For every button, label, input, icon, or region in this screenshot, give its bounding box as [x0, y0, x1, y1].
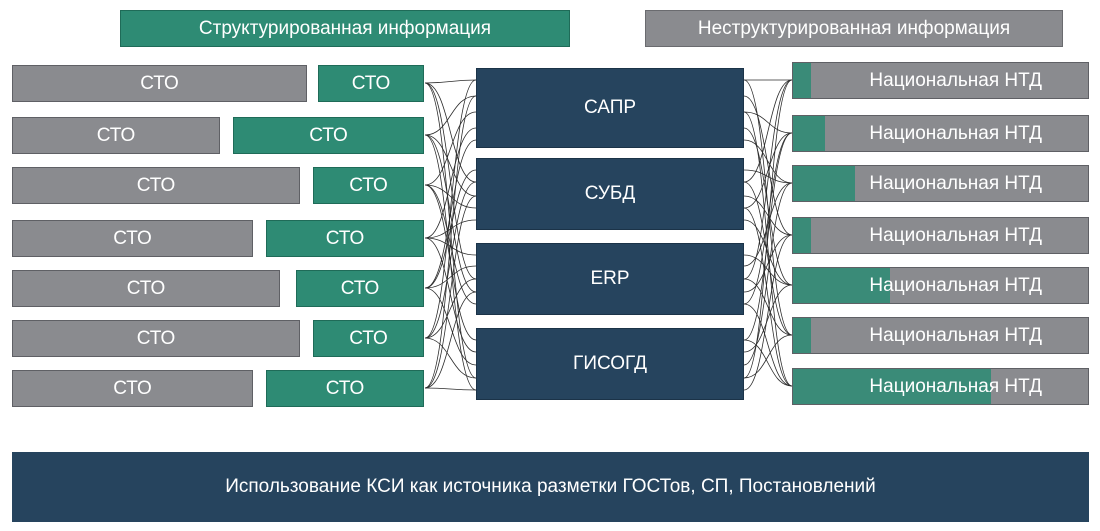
- connection-line: [743, 132, 793, 341]
- ntd-progress-fill: [793, 218, 811, 253]
- sto-gray-box: СТО: [12, 270, 280, 307]
- system-box-sapr: САПР: [476, 68, 744, 148]
- connection-line: [743, 234, 793, 391]
- connection-line: [424, 291, 477, 389]
- connection-line: [743, 334, 793, 379]
- connection-line: [743, 139, 793, 184]
- connection-line: [424, 111, 477, 186]
- connection-line: [743, 278, 793, 336]
- connection-line: [424, 287, 477, 366]
- connection-line: [424, 82, 477, 280]
- sto-green-box: СТО: [296, 270, 424, 307]
- connection-line: [424, 82, 477, 183]
- structured-info-header: Структурированная информация: [120, 10, 570, 47]
- connection-line: [743, 132, 793, 305]
- connection-line: [743, 182, 793, 267]
- sto-gray-box: СТО: [12, 167, 300, 204]
- connection-line: [424, 181, 477, 339]
- connection-line: [424, 195, 477, 389]
- unstructured-info-header: Неструктурированная информация: [645, 10, 1063, 47]
- connection-line: [743, 339, 793, 387]
- ksi-usage-banner: Использование КСИ как источника разметки…: [12, 452, 1089, 522]
- ntd-box: Национальная НТД: [792, 217, 1089, 254]
- ntd-box: Национальная НТД: [792, 115, 1089, 152]
- connection-line: [743, 95, 793, 236]
- connection-line: [424, 387, 477, 391]
- sto-gray-box: СТО: [12, 320, 300, 357]
- sto-gray-box: СТО: [12, 117, 220, 154]
- connection-line: [743, 169, 793, 184]
- sto-green-box: СТО: [313, 167, 424, 204]
- ntd-box: Национальная НТД: [792, 317, 1089, 354]
- connection-line: [743, 207, 793, 387]
- ntd-label: Национальная НТД: [869, 69, 1042, 91]
- connection-line: [743, 111, 793, 134]
- connection-line: [743, 182, 793, 366]
- connection-line: [424, 184, 477, 209]
- sto-green-box: СТО: [313, 320, 424, 357]
- ntd-progress-fill: [793, 63, 811, 98]
- connection-line: [743, 234, 793, 293]
- ntd-progress-fill: [793, 268, 891, 303]
- ntd-progress-fill: [793, 369, 991, 404]
- connection-line: [743, 79, 793, 280]
- sto-green-box: СТО: [266, 370, 424, 407]
- connection-line: [424, 337, 477, 379]
- connection-line: [424, 95, 477, 389]
- ntd-label: Национальная НТД: [869, 375, 1042, 397]
- ntd-label: Национальная НТД: [869, 324, 1042, 346]
- connection-line: [424, 169, 477, 289]
- connection-line: [743, 303, 793, 387]
- connection-line: [743, 79, 793, 183]
- ntd-label: Национальная НТД: [869, 224, 1042, 246]
- sto-gray-box: СТО: [12, 220, 253, 257]
- system-box-gisogd: ГИСОГД: [476, 328, 744, 400]
- connection-line: [743, 132, 793, 209]
- system-box-erp: ERP: [476, 243, 744, 315]
- connection-line: [424, 278, 477, 339]
- system-box-subd: СУБД: [476, 158, 744, 230]
- connection-line: [424, 79, 477, 84]
- connection-line: [424, 184, 477, 341]
- ntd-progress-fill: [793, 116, 826, 151]
- sto-gray-box: СТО: [12, 65, 307, 102]
- ntd-label: Национальная НТД: [869, 122, 1042, 144]
- connection-line: [743, 284, 793, 353]
- sto-green-box: СТО: [318, 65, 424, 102]
- connection-line: [743, 79, 793, 336]
- connection-line: [743, 254, 793, 286]
- sto-green-box: СТО: [233, 117, 424, 154]
- connection-line: [743, 195, 793, 236]
- ntd-progress-fill: [793, 318, 811, 353]
- ntd-box: Национальная НТД: [792, 368, 1089, 405]
- connection-line: [424, 79, 477, 339]
- ntd-box: Национальная НТД: [792, 165, 1089, 202]
- ntd-progress-fill: [793, 166, 855, 201]
- ntd-label: Национальная НТД: [869, 172, 1042, 194]
- connection-line: [743, 79, 793, 379]
- connection-line: [424, 127, 477, 239]
- connection-line: [743, 111, 793, 387]
- sto-green-box: СТО: [266, 220, 424, 257]
- ntd-box: Национальная НТД: [792, 267, 1089, 304]
- connection-line: [424, 134, 477, 197]
- ntd-box: Национальная НТД: [792, 62, 1089, 99]
- connection-line: [743, 181, 793, 336]
- connection-line: [424, 265, 477, 289]
- connection-line: [424, 95, 477, 136]
- connection-line: [424, 139, 477, 289]
- ntd-label: Национальная НТД: [869, 274, 1042, 296]
- sto-gray-box: СТО: [12, 370, 253, 407]
